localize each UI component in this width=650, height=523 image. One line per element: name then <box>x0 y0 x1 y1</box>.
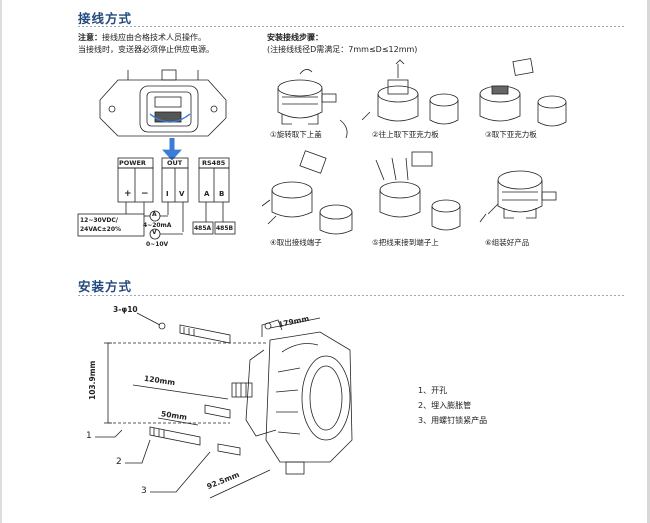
step-5-illustration <box>375 151 461 231</box>
page-left-border <box>0 0 2 523</box>
callout-3: 3 <box>141 486 147 496</box>
step-caption-6: ⑥组装好产品 <box>485 238 530 247</box>
485a-label: 485A <box>194 225 212 232</box>
install-drawing <box>95 312 353 499</box>
callout-2: 2 <box>116 457 122 467</box>
b-terminal: B <box>219 190 225 198</box>
note-line-1: 接线应由合格技术人员操作。 <box>102 33 206 42</box>
step-caption-2: ②往上取下亚克力板 <box>372 130 439 139</box>
transmitter-top-view <box>99 69 227 137</box>
power-header: POWER <box>119 159 146 167</box>
install-steps-list: 1、开孔 2、埋入膨胀管 3、用螺钉锁紧产品 <box>418 383 487 428</box>
step-caption-1: ①旋转取下上盖 <box>270 130 322 139</box>
terminal-blocks <box>77 157 236 240</box>
step-1-illustration <box>277 69 348 139</box>
install-section-divider <box>78 295 626 296</box>
note-label: 注意： <box>78 33 102 42</box>
step-caption-4: ④取出接线端子 <box>270 238 322 247</box>
steps-title: 安装接线步骤： <box>267 33 323 42</box>
wiring-section-divider <box>78 26 626 27</box>
install-section-title: 安装方式 <box>78 279 133 294</box>
holes-dimension: 3-φ10 <box>113 305 138 314</box>
height-dimension: 103.9mm <box>88 360 97 400</box>
supply-label: 12~30VDC/ 24VAC±20% <box>80 217 122 233</box>
callout-1: 1 <box>86 431 92 441</box>
out-header: OUT <box>167 159 183 167</box>
step-2-illustration <box>361 59 459 125</box>
voltage-range: 0~10V <box>146 241 169 248</box>
install-step-2: 2、埋入膨胀管 <box>418 401 472 410</box>
step-caption-3: ③取下亚克力板 <box>485 130 537 139</box>
step-4-illustration <box>261 150 353 235</box>
step-6-illustration <box>479 170 557 223</box>
rs485-header: RS485 <box>202 159 226 167</box>
voltmeter-symbol: V <box>152 229 157 236</box>
v-terminal: V <box>179 190 185 198</box>
a-terminal: A <box>204 190 210 198</box>
current-range: 4~20mA <box>143 222 172 229</box>
install-step-3: 3、用螺钉锁紧产品 <box>418 416 488 425</box>
wiring-section-title: 接线方式 <box>78 11 133 26</box>
ammeter-symbol: A <box>152 211 157 218</box>
485b-label: 485B <box>216 225 234 232</box>
i-terminal: I <box>166 190 169 198</box>
minus-terminal: − <box>141 189 149 199</box>
step-caption-5: ⑤把线束接到端子上 <box>372 238 439 247</box>
install-step-1: 1、开孔 <box>418 386 448 395</box>
step-3-illustration <box>479 58 567 127</box>
steps-heading: 安装接线步骤： (注接线线径D需满足：7mm≤D≤12mm) <box>267 32 417 56</box>
steps-subtitle: (注接线线径D需满足：7mm≤D≤12mm) <box>267 45 418 54</box>
wiring-note: 注意：接线应由合格技术人员操作。 当接线时，变送器必须停止供应电源。 <box>78 32 214 56</box>
page-right-border <box>647 0 650 523</box>
plus-terminal: + <box>124 189 132 199</box>
note-line-2: 当接线时，变送器必须停止供应电源。 <box>78 45 214 54</box>
